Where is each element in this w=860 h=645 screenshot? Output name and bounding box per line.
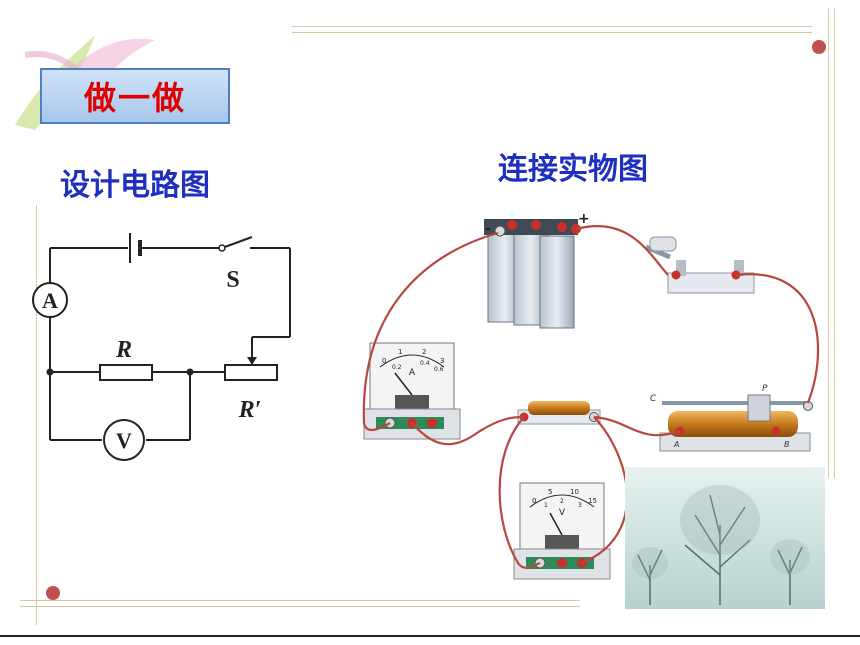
- voltmeter-symbol: [103, 419, 145, 461]
- battery-plus-label: +: [578, 211, 590, 227]
- bottom-frame-line-2: [20, 606, 580, 607]
- voltmeter-scale-5: 2: [560, 498, 564, 505]
- connect-objects-heading: 连接实物图: [498, 152, 648, 187]
- switch-label: S: [226, 267, 239, 293]
- apparatus-illustration: - + A 0 1 2 3 0.2 0.4 0.6: [362, 211, 825, 609]
- knife-switch: [645, 236, 755, 294]
- rheostat-arrow: [247, 357, 257, 365]
- voltmeter-scale-6: 3: [578, 502, 582, 509]
- activity-banner: 做一做: [40, 68, 230, 124]
- right-frame-line-2: [834, 8, 835, 478]
- junction-dot-mid: [186, 368, 194, 376]
- banner-label: 做一做: [83, 79, 186, 117]
- voltmeter-scale-4: 1: [544, 502, 548, 509]
- ammeter-symbol: [32, 282, 68, 318]
- voltmeter-scale-3: 15: [588, 497, 597, 505]
- ammeter-scale-5: 0.4: [420, 360, 430, 367]
- junction-dot-left: [46, 368, 54, 376]
- rheostat-label-c: C: [650, 394, 657, 404]
- accent-dot-top-right: [812, 40, 826, 54]
- left-frame-line: [36, 205, 37, 625]
- voltmeter-device: [513, 482, 611, 580]
- rheostat-label-b: B: [784, 440, 790, 449]
- switch-pivot: [218, 244, 226, 252]
- ammeter-device-letter: A: [409, 368, 416, 378]
- bottom-frame-line: [20, 600, 580, 601]
- fixed-resistor: [517, 401, 601, 425]
- right-frame-line: [828, 8, 829, 478]
- circuit-schematic: A V S R R′: [32, 233, 291, 461]
- voltmeter-label: V: [116, 428, 132, 453]
- ammeter-scale-2: 2: [422, 348, 426, 356]
- accent-dot-bottom-left: [46, 586, 60, 600]
- ammeter-scale-1: 1: [398, 348, 402, 356]
- design-circuit-heading: 设计电路图: [60, 168, 210, 203]
- voltmeter-device-letter: V: [559, 508, 566, 518]
- battery-minus-label: -: [485, 221, 491, 237]
- voltmeter-scale-2: 10: [570, 488, 579, 496]
- rheostat-label: R′: [238, 397, 262, 423]
- ammeter-scale-0: 0: [382, 357, 386, 365]
- rheostat-symbol: [224, 364, 278, 381]
- ammeter-scale-6: 0.6: [434, 366, 444, 373]
- bottom-rule: [0, 635, 860, 637]
- rheostat-label-p: P: [762, 384, 768, 394]
- winter-tree-photo: [625, 467, 825, 609]
- voltmeter-scale-0: 0: [532, 497, 536, 505]
- ammeter-scale-3: 3: [440, 357, 444, 365]
- battery-pack: [484, 219, 581, 329]
- ammeter-label: A: [42, 288, 58, 313]
- rheostat-label-a: A: [673, 440, 679, 449]
- ammeter-scale-4: 0.2: [392, 364, 402, 371]
- resistor-label: R: [115, 337, 132, 363]
- top-frame-line-2: [292, 32, 812, 33]
- slide-rheostat: [659, 394, 813, 452]
- voltmeter-scale-1: 5: [548, 488, 552, 496]
- resistor-symbol: [99, 364, 153, 381]
- top-frame-line: [292, 26, 812, 27]
